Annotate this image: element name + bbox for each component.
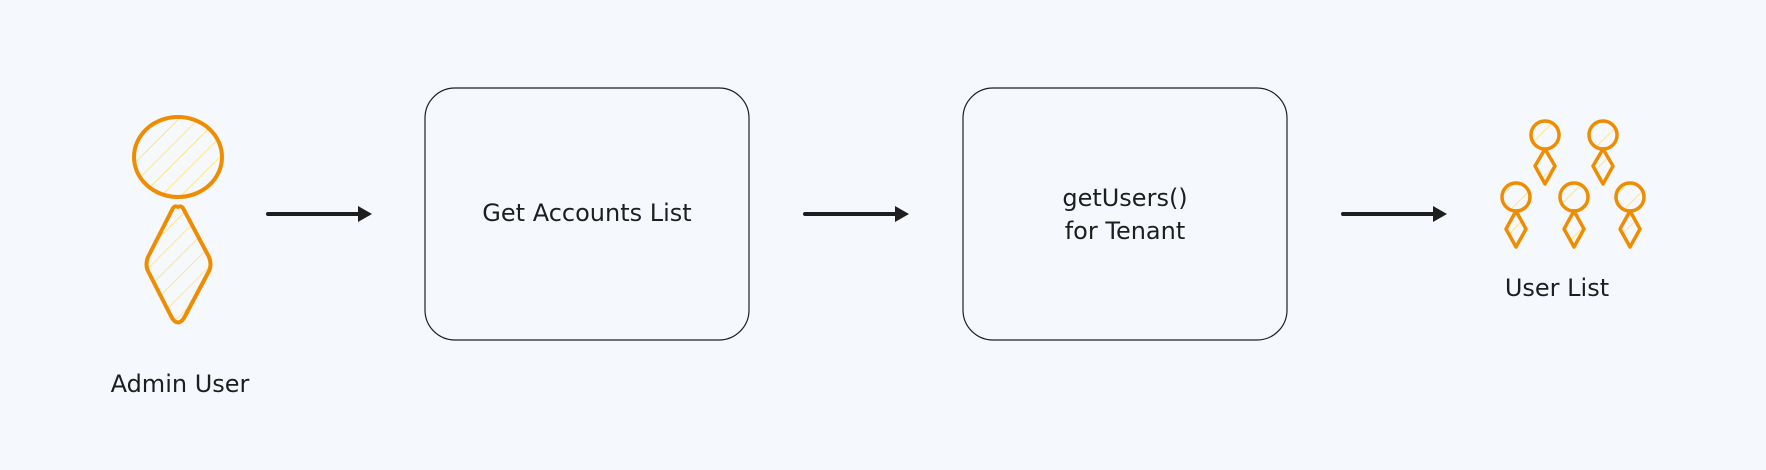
get-users-label-line1: getUsers() (1062, 184, 1187, 212)
person-icon (1558, 181, 1590, 249)
admin-user-label: Admin User (111, 370, 250, 398)
arrowhead-icon (1433, 206, 1447, 222)
get-accounts-label: Get Accounts List (482, 199, 691, 227)
user-list-label: User List (1505, 274, 1609, 302)
person-icon (1500, 181, 1532, 249)
user-list-node[interactable]: User List (1500, 119, 1646, 302)
people-group-icon (1500, 119, 1646, 249)
arrowhead-icon (358, 206, 372, 222)
get-users-box (962, 87, 1288, 341)
person-icon (1614, 181, 1646, 249)
get-users-label-line2: for Tenant (1065, 217, 1186, 245)
person-icon (132, 115, 224, 325)
get-users-node[interactable]: getUsers() for Tenant (962, 87, 1288, 341)
arrowhead-icon (895, 206, 909, 222)
person-icon (1587, 119, 1619, 186)
get-accounts-node[interactable]: Get Accounts List (424, 87, 750, 341)
get-accounts-box (424, 87, 750, 341)
admin-user-node[interactable]: Admin User (111, 115, 250, 398)
person-icon (1529, 119, 1561, 186)
